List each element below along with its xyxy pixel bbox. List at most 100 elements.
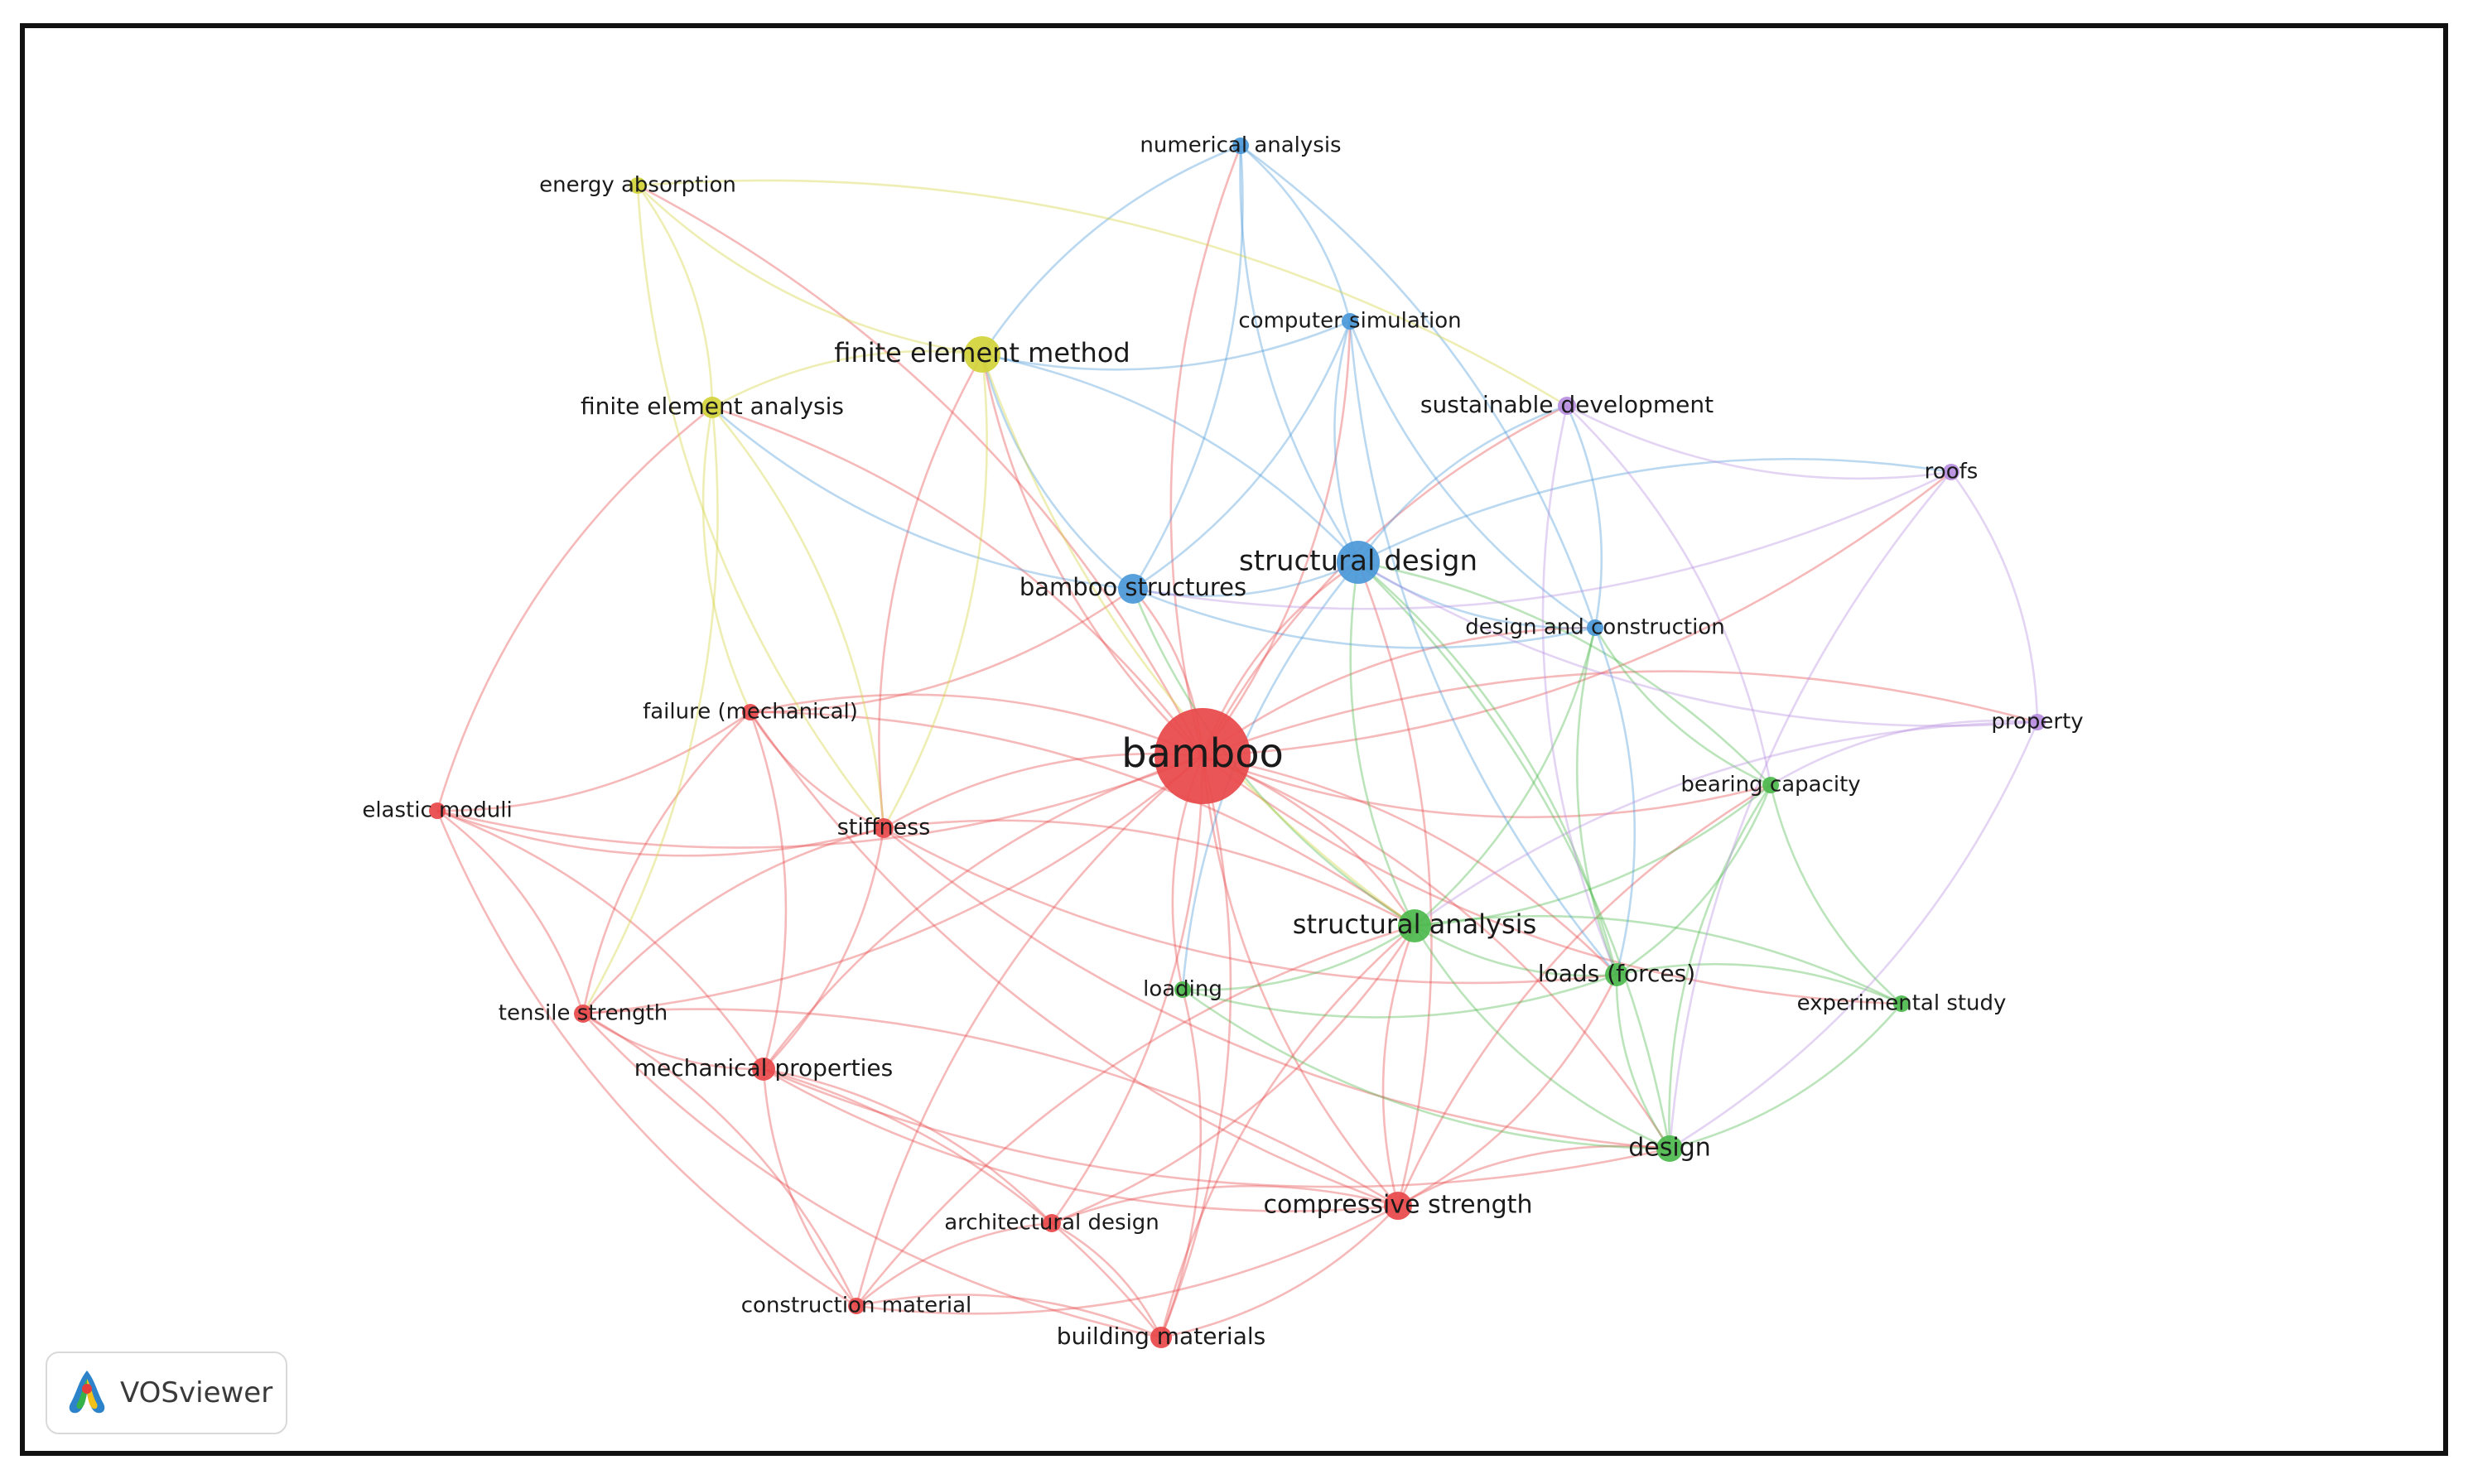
link-property-bearing [1770, 719, 2038, 787]
link-bamboo-elastic [436, 754, 1203, 849]
link-bamboo-energy [637, 184, 1204, 757]
node-label-designconst: design and construction [1465, 615, 1724, 640]
link-buildmat-structanalysis [1159, 925, 1415, 1338]
link-designconst-loads [1593, 627, 1636, 976]
link-compsim-loads [1348, 320, 1617, 976]
node-compressive[interactable] [1384, 1192, 1412, 1220]
link-bamboo-tensile [582, 755, 1203, 1015]
link-buildmat-compressive [1160, 1205, 1399, 1339]
node-label-compsim: computer simulation [1238, 309, 1461, 334]
node-design[interactable] [1656, 1135, 1683, 1162]
link-constmat-compressive [856, 1204, 1399, 1315]
node-structdesign[interactable] [1337, 541, 1380, 584]
link-constmat-buildmat [856, 1294, 1162, 1339]
link-bamboo-compressive [1201, 755, 1399, 1207]
node-designconst[interactable] [1587, 619, 1603, 636]
node-roofs[interactable] [1943, 464, 1959, 480]
node-tensile[interactable] [574, 1005, 592, 1023]
link-energy-stiffness [636, 185, 885, 829]
link-compressive-design [1397, 1144, 1670, 1207]
link-fea-tensile [581, 407, 719, 1014]
node-expstudy[interactable] [1893, 995, 1910, 1012]
node-label-bamboostruct: bamboo structures [1019, 573, 1246, 601]
network-links [436, 144, 2039, 1339]
link-compsim-fem [981, 320, 1351, 371]
node-label-design: design [1628, 1134, 1711, 1163]
link-property-structdesign [1357, 561, 2038, 727]
link-designconst-sustainable [1565, 405, 1603, 629]
link-sustainable-loads [1541, 405, 1618, 976]
node-mechprop[interactable] [752, 1058, 775, 1081]
link-bearing-designconst [1593, 627, 1771, 787]
node-fea[interactable] [701, 397, 723, 418]
link-compressive-loads [1397, 974, 1618, 1207]
link-bamboo-property [1202, 670, 2038, 758]
link-numerical-compsim [1240, 145, 1352, 322]
link-structanalysis-bamboostruct [1131, 588, 1415, 928]
node-loads[interactable] [1605, 963, 1628, 986]
node-label-loads: loads (forces) [1538, 960, 1695, 987]
node-bamboo[interactable] [1154, 708, 1251, 804]
node-label-structdesign: structural design [1239, 545, 1477, 578]
node-fem[interactable] [964, 336, 1000, 373]
node-numerical[interactable] [1232, 137, 1249, 154]
link-loads-design [1615, 974, 1671, 1149]
node-loading[interactable] [1174, 981, 1191, 998]
link-buildmat-loading [1159, 989, 1203, 1338]
link-energy-sustainable [637, 179, 1568, 407]
node-elastic[interactable] [429, 802, 446, 819]
link-bamboo-fem [981, 354, 1203, 757]
link-design-bearing [1668, 784, 1772, 1149]
link-bamboostruct-fem [981, 354, 1134, 590]
node-label-energy: energy absorption [539, 173, 736, 198]
link-stiffness-fem [878, 354, 984, 829]
link-compsim-designconst [1348, 320, 1596, 629]
node-bamboostruct[interactable] [1118, 574, 1148, 604]
node-archdesign[interactable] [1043, 1214, 1061, 1232]
link-stiffness-design [883, 827, 1670, 1150]
link-elastic-tensile [436, 809, 585, 1014]
link-compsim-structdesign [1333, 320, 1360, 563]
node-buildmat[interactable] [1150, 1327, 1172, 1348]
link-compressive-structanalysis [1381, 925, 1416, 1207]
node-label-loading: loading [1143, 977, 1222, 1002]
link-structdesign-designconst [1357, 561, 1596, 629]
link-bamboostruct-fea [711, 407, 1134, 590]
link-failure-compressive [749, 711, 1399, 1207]
link-roofs-property [1950, 471, 2039, 723]
link-design-structdesign [1357, 561, 1671, 1149]
link-elastic-constmat [436, 810, 857, 1308]
link-fem-fea [711, 349, 983, 409]
link-bamboo-buildmat [1159, 755, 1232, 1338]
link-fem-stiffness [882, 354, 988, 829]
link-elastic-stiffness [436, 809, 885, 857]
node-label-constmat: construction material [741, 1294, 971, 1318]
node-label-expstudy: experimental study [1797, 991, 2007, 1016]
node-sustainable[interactable] [1558, 397, 1576, 415]
node-stiffness[interactable] [874, 818, 894, 838]
link-failure-elastic [436, 711, 751, 812]
node-compsim[interactable] [1342, 313, 1358, 330]
node-constmat[interactable] [848, 1298, 865, 1314]
node-label-failure: failure (mechanical) [643, 700, 858, 725]
link-tensile-mechprop [582, 1012, 764, 1071]
node-property[interactable] [2029, 714, 2046, 730]
link-bearing-expstudy [1769, 784, 1902, 1005]
link-structanalysis-design [1413, 925, 1670, 1150]
link-bamboo-numerical [1169, 145, 1242, 757]
node-label-sustainable: sustainable development [1420, 391, 1714, 418]
node-energy[interactable] [629, 177, 646, 194]
node-label-structanalysis: structural analysis [1293, 908, 1536, 940]
link-compressive-bearing [1396, 783, 1771, 1207]
node-failure[interactable] [742, 704, 759, 720]
link-bamboo-roofs [1202, 470, 1952, 758]
link-mechprop-buildmat [763, 1067, 1163, 1338]
node-bearing[interactable] [1762, 777, 1779, 793]
link-bamboo-fea [711, 406, 1204, 757]
link-loads-expstudy [1616, 962, 1902, 1005]
link-property-design [1669, 721, 2039, 1150]
node-structanalysis[interactable] [1398, 909, 1431, 942]
link-failure-mechprop [749, 711, 788, 1070]
node-label-bamboo: bamboo [1121, 730, 1284, 777]
